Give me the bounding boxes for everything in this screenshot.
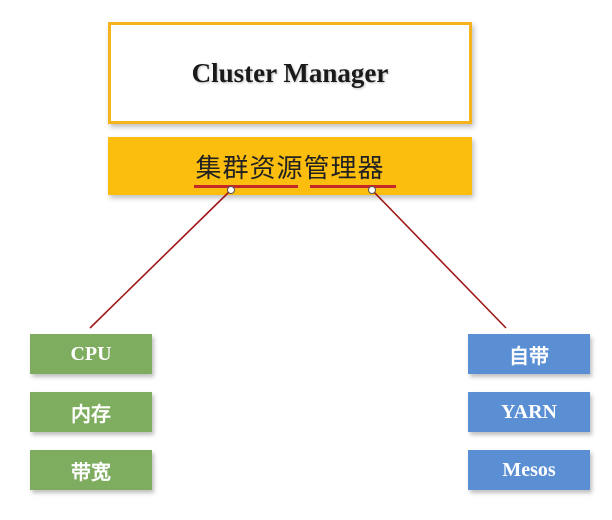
connector-right-anchor — [368, 186, 376, 194]
manager-box-yarn: YARN — [468, 392, 590, 432]
resource-box-cpu: CPU — [30, 334, 152, 374]
resource-label-cpu: CPU — [70, 342, 112, 365]
diagram-title: Cluster Manager — [191, 57, 389, 88]
underline-right — [310, 185, 396, 188]
underline-left — [194, 185, 298, 188]
connector-right — [371, 189, 507, 329]
resource-box-memory: 内存 — [30, 392, 152, 432]
manager-box-mesos: Mesos — [468, 450, 590, 490]
resource-box-bandwidth: 带宽 — [30, 450, 152, 490]
connector-left-anchor — [227, 186, 235, 194]
diagram-subtitle: 集群资源管理器 — [195, 154, 385, 184]
manager-label-yarn: YARN — [501, 400, 557, 423]
connector-left — [89, 189, 232, 329]
manager-box-builtin: 自带 — [468, 334, 590, 374]
resource-label-bandwidth: 带宽 — [71, 459, 111, 484]
subtitle-bar: 集群资源管理器 — [108, 137, 472, 195]
manager-label-builtin: 自带 — [509, 343, 549, 368]
cluster-manager-box: Cluster Manager — [108, 22, 472, 124]
manager-label-mesos: Mesos — [502, 458, 556, 481]
resource-label-memory: 内存 — [71, 401, 111, 426]
